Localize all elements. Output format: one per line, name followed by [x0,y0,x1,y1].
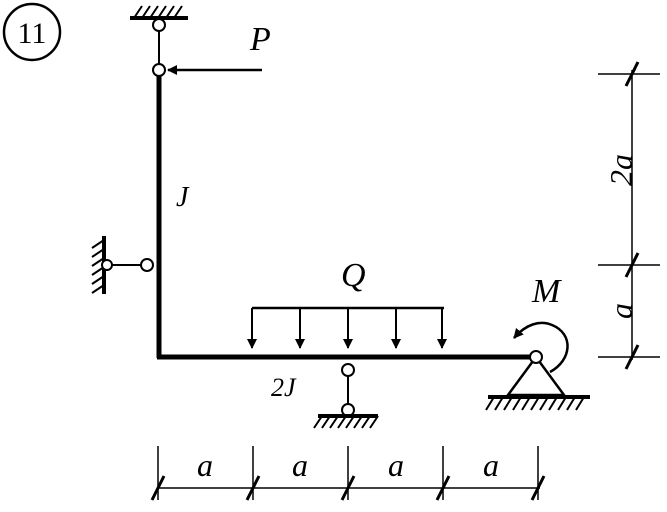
top-ground-support [130,5,188,32]
dim-h-4: a [483,447,499,483]
dim-v-lower: a [603,303,639,319]
distributed-load [247,306,447,349]
dim-v-upper: 2a [603,154,639,186]
column-top-hinge [152,63,166,77]
force-p-label: P [249,21,271,58]
problem-number: 11 [18,17,47,50]
problem-number-badge: 11 [2,2,62,62]
dim-h-2: a [292,447,308,483]
moment-arrow [513,321,569,374]
dim-h-1: a [197,447,213,483]
horizontal-dimension [150,446,546,501]
left-wall-support [91,236,154,294]
moment-label: M [531,273,562,310]
distributed-load-label: Q [341,257,366,294]
column-stiffness-label: J [176,182,190,213]
beam-stiffness-label: 2J [271,373,297,402]
vertical-dimension [598,61,660,370]
dim-h-3: a [388,447,404,483]
right-pin-support [485,350,590,411]
middle-ground-support [313,363,379,429]
